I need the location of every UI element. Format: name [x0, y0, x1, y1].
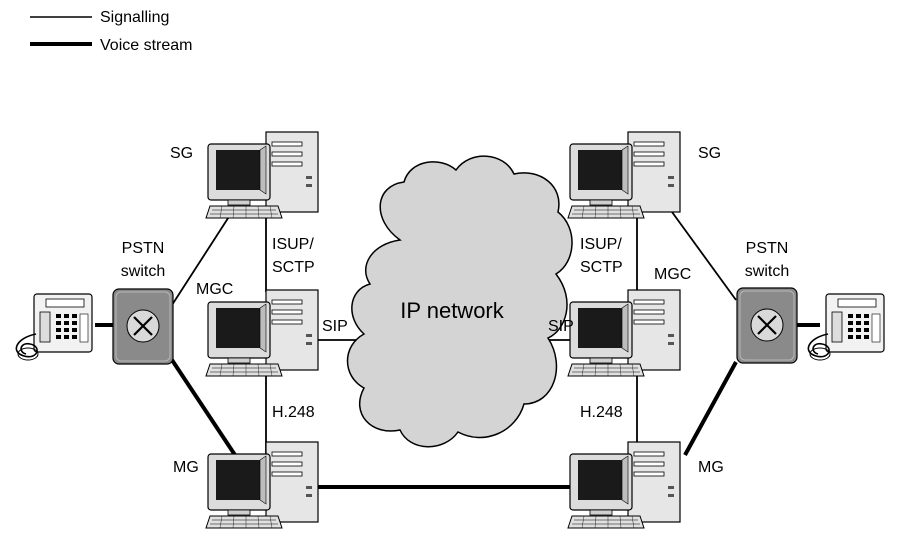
left-mg-computer	[205, 441, 319, 529]
legend-signalling-label: Signalling	[100, 9, 169, 26]
left-sip-label: SIP	[322, 318, 348, 335]
right-pstn-switch	[735, 286, 799, 365]
legend: Signalling Voice stream	[30, 9, 192, 54]
left-isup-label-line1: ISUP/	[272, 236, 314, 253]
left-switch-to-sg-link	[171, 211, 233, 306]
left-mgc-computer	[205, 289, 319, 377]
left-sg-label: SG	[170, 145, 193, 162]
left-telephone	[15, 293, 93, 361]
right-mgc-computer	[567, 289, 681, 377]
left-sg-computer	[205, 131, 319, 219]
legend-voice-label: Voice stream	[100, 37, 192, 54]
right-sg-label: SG	[698, 145, 721, 162]
left-pstn-switch	[111, 287, 175, 366]
left-isup-label-line2: SCTP	[272, 259, 315, 276]
right-sg-computer	[567, 131, 681, 219]
right-switch-to-mg-voice	[683, 361, 738, 456]
left-mg-label: MG	[173, 459, 199, 476]
right-mgc-label: MGC	[654, 266, 691, 283]
right-pstn-label-line1: PSTN	[746, 240, 789, 257]
signalling-links	[171, 211, 737, 460]
left-pstn-label-line1: PSTN	[122, 240, 165, 257]
voice-links	[95, 323, 820, 489]
right-switch-to-sg-link	[671, 211, 737, 301]
ip-network-cloud: IP network	[346, 155, 573, 448]
right-isup-label-line1: ISUP/	[580, 236, 622, 253]
right-mg-computer	[567, 441, 681, 529]
right-pstn-label-line2: switch	[745, 263, 789, 280]
right-mg-label: MG	[698, 459, 724, 476]
left-switch-to-mg-voice	[168, 355, 237, 457]
right-isup-label-line2: SCTP	[580, 259, 623, 276]
right-h248-label: H.248	[580, 404, 623, 421]
right-sip-label: SIP	[548, 318, 574, 335]
left-pstn-label-line2: switch	[121, 263, 165, 280]
left-h248-label: H.248	[272, 404, 315, 421]
left-mgc-label: MGC	[196, 281, 233, 298]
ip-network-label: IP network	[400, 298, 505, 323]
